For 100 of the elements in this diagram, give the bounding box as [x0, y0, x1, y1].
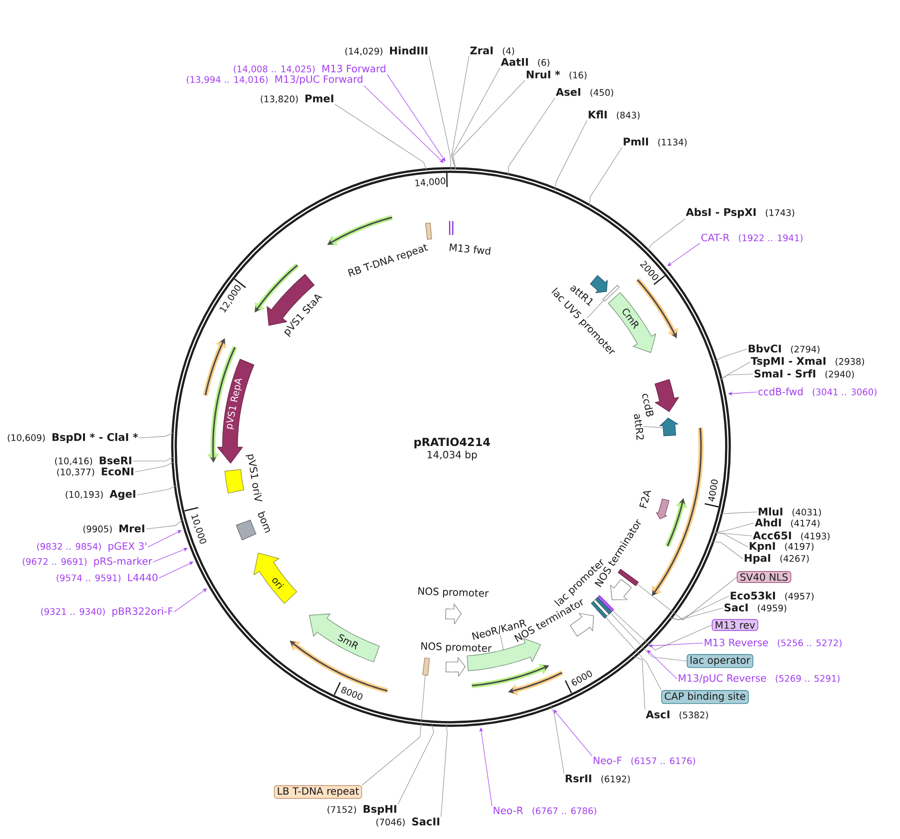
enzyme-label: Eco53kI (4957)	[730, 591, 814, 601]
node-label: RB T-DNA repeat	[348, 244, 428, 277]
tick-label: 6000	[572, 670, 592, 686]
enzyme-label: AatII (6)	[500, 58, 550, 67]
enzyme-label: SmaI - SrfI (2940)	[754, 369, 854, 379]
feature-tag: lac operator	[686, 654, 754, 668]
feature-tag: SV40 NLS	[736, 571, 792, 583]
leader-line	[610, 612, 688, 662]
enzyme-label: HpaI (4267)	[744, 554, 809, 564]
size-label: 14,034 bp	[428, 450, 477, 460]
leader-line	[158, 562, 194, 578]
node-label: F2A	[639, 490, 652, 508]
enzyme-label: (9905) MreI	[83, 524, 144, 534]
feature-bar: M13 fwd	[449, 221, 491, 255]
feature-bar	[602, 284, 620, 302]
feature-bar	[422, 658, 430, 676]
leader-line	[711, 541, 744, 560]
leader-line	[132, 456, 174, 462]
enzyme-label: SacI (4959)	[724, 604, 786, 612]
tick-label: 14,000	[415, 177, 446, 186]
leader-line	[134, 461, 175, 472]
leader-line	[720, 362, 750, 380]
node-label: bom	[258, 511, 270, 533]
primer-label: (9574 .. 9591) L4440	[56, 574, 158, 582]
enzyme-label: PmlI (1134)	[624, 137, 687, 147]
leader-line	[632, 656, 646, 710]
leader-line	[440, 724, 448, 817]
enzyme-label: AseI (450)	[556, 88, 614, 97]
feature-bar	[590, 601, 607, 618]
enzyme-label: RsrII (6192)	[566, 774, 630, 784]
enzyme-label: Acc65I (4193)	[752, 532, 830, 540]
feature-block: NOS promoter	[418, 587, 489, 624]
feature-block: ori	[254, 552, 298, 604]
leader-line	[451, 56, 470, 170]
primer-label: ccdB-fwd (3041 .. 3060)	[758, 388, 876, 396]
leader-line	[138, 432, 175, 438]
leader-line	[646, 218, 686, 252]
leader-line	[452, 80, 526, 170]
leader-line	[428, 56, 452, 170]
feature-bar: RB T-DNA repeat	[348, 222, 432, 277]
enzyme-label: KpnI (4197)	[750, 542, 814, 552]
enzyme-label: BbvCI (2794)	[748, 344, 820, 354]
feature-box: bom	[236, 511, 270, 540]
enzyme-label: (7046) SacII	[376, 818, 440, 826]
leader-line	[451, 67, 500, 170]
enzyme-label: KflI (843)	[588, 110, 640, 120]
leader-line	[643, 426, 664, 428]
enzyme-label: AscI (5382)	[646, 710, 708, 720]
leader-line	[647, 650, 678, 680]
leader-line	[589, 147, 622, 208]
feature-label: attR2	[634, 414, 644, 440]
enzyme-label: ZraI (4)	[470, 46, 514, 56]
primer-label: Neo-F (6157 .. 6176)	[594, 756, 696, 766]
enzyme-label: (13,820) PmeI	[260, 94, 334, 104]
primer-label: (14,008 .. 14,025) M13 Forward	[234, 64, 386, 74]
leader-line	[146, 518, 184, 530]
feature-block: F2A	[639, 490, 670, 520]
node-label: NOS promoter	[418, 587, 489, 598]
feature-tag: CAP binding site	[661, 690, 749, 704]
leader-line	[500, 634, 504, 650]
feature-block: NOS promoter	[421, 642, 492, 677]
leader-line	[669, 608, 724, 620]
primer-label: (9832 .. 9854) pGEX 3'	[37, 542, 146, 552]
primer-label: (13,994 .. 14,016) M13/pUC Forward	[186, 75, 362, 85]
enzyme-label: AhdI (4174)	[754, 518, 820, 528]
tick-label: 4000	[708, 480, 718, 502]
leader-line	[508, 97, 556, 176]
primer-label: (9672 .. 9691) pRS-marker	[22, 557, 152, 567]
map-title: pRATIO4214	[414, 438, 490, 448]
feature-tag: M13 rev	[712, 619, 758, 631]
leader-line	[714, 348, 748, 362]
primer-label: M13/pUC Reverse (5269 .. 5291)	[678, 674, 840, 684]
leader-line	[136, 485, 177, 496]
feature-block: SmR	[309, 614, 380, 662]
leader-line	[714, 522, 754, 533]
node-label: ccdB	[642, 394, 654, 417]
leader-line	[362, 674, 426, 786]
enzyme-label: (7152) BspHI	[328, 805, 396, 815]
leader-line	[636, 576, 738, 620]
leader-line	[334, 104, 428, 172]
enzyme-label: NruI * (16)	[526, 70, 586, 80]
leader-line	[554, 120, 588, 190]
enzyme-label: (10,377) EcoNI	[57, 468, 134, 476]
feature-block	[660, 418, 678, 436]
enzyme-label: (14,029) HindIII	[345, 46, 428, 56]
leader-line	[398, 723, 434, 805]
enzyme-label: (10,193) AgeI	[66, 490, 136, 500]
primer-label: CAT-R (1922 .. 1941)	[701, 234, 803, 242]
feature-bar	[618, 568, 639, 586]
enzyme-label: (10,416) BseRI	[55, 456, 132, 466]
leader-line	[606, 617, 662, 690]
leader-line	[720, 374, 754, 380]
enzyme-label: (10,609) BspDI * - ClaI *	[8, 432, 138, 444]
primer-label: M13 Reverse (5256 .. 5272)	[704, 638, 842, 648]
primer-label: (9321 .. 9340) pBR322ori-F	[41, 607, 173, 617]
tick-label: 8000	[341, 686, 362, 700]
enzyme-label: TspMI - XmaI (2938)	[750, 357, 864, 367]
leader-line	[586, 300, 604, 318]
leader-line	[720, 512, 758, 514]
feature-tag: LB T-DNA repeat	[274, 785, 362, 799]
